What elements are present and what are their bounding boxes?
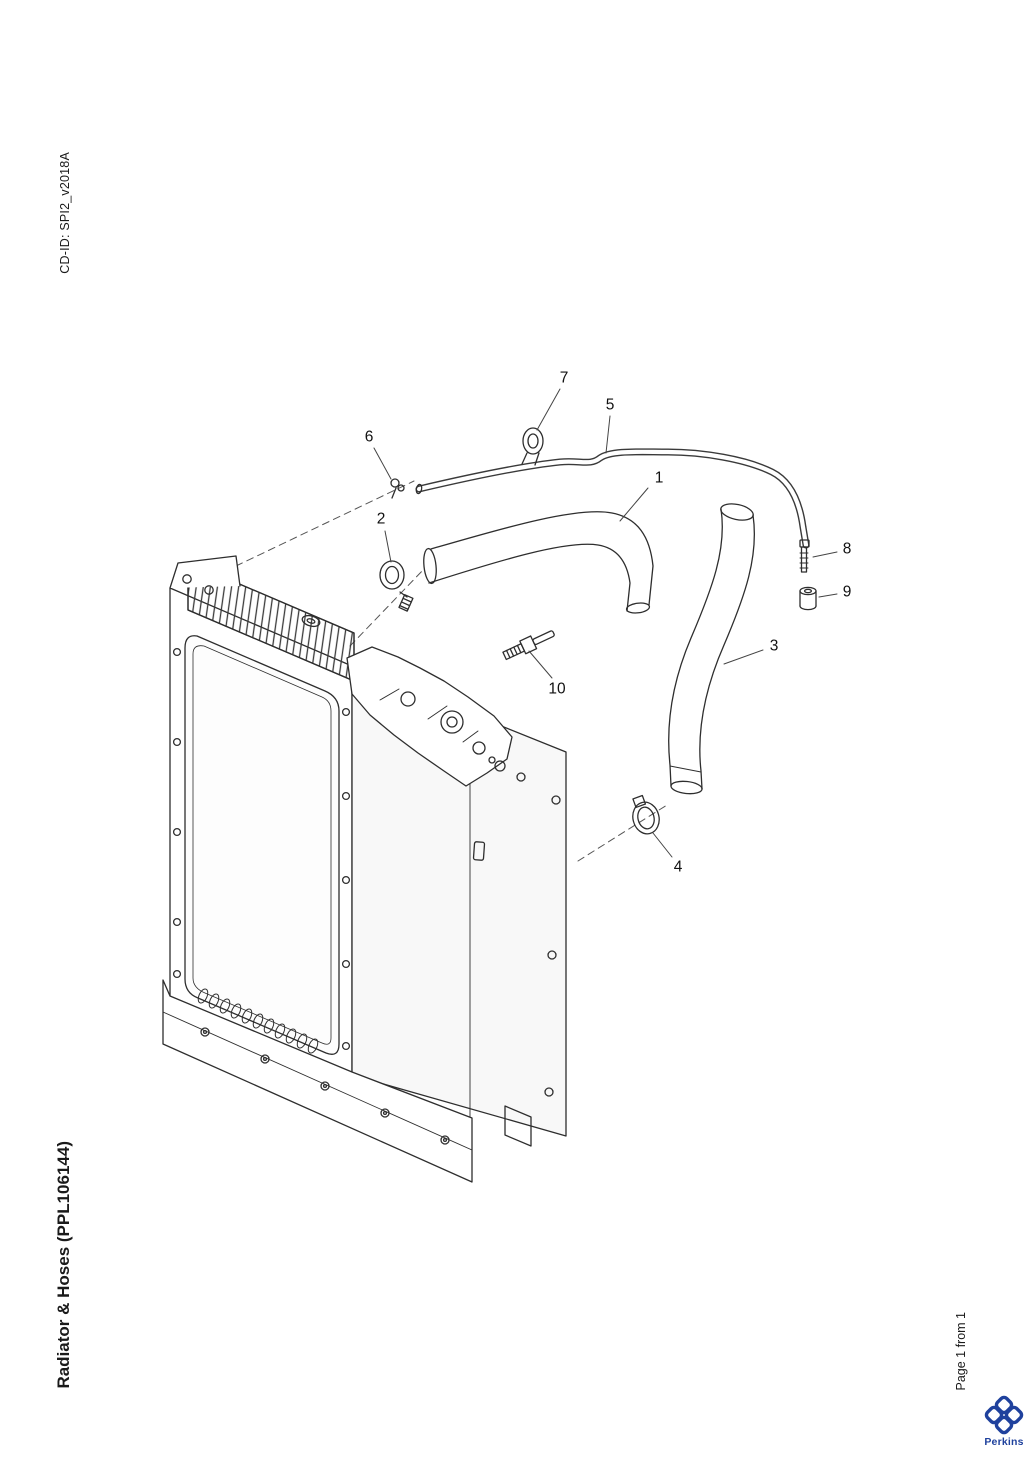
callout-6: 6 — [364, 428, 374, 446]
callout-5: 5 — [605, 396, 615, 414]
construction-lines — [235, 480, 668, 862]
callout-10: 10 — [548, 680, 566, 698]
clip-6 — [390, 478, 405, 499]
sensor-10 — [502, 630, 555, 661]
pipe-3 — [668, 503, 756, 795]
clamp-4 — [632, 794, 660, 835]
nut-9 — [799, 586, 817, 611]
callout-3: 3 — [769, 637, 779, 655]
perkins-logo-text: Perkins — [984, 1436, 1024, 1448]
clamp-2 — [379, 560, 414, 612]
callout-1: 1 — [654, 469, 664, 487]
callout-7: 7 — [559, 369, 569, 387]
tube-5 — [415, 448, 810, 549]
perkins-logo-mark — [984, 1395, 1024, 1435]
callout-4: 4 — [673, 858, 683, 876]
clip-7 — [521, 427, 544, 466]
hose-1 — [423, 511, 654, 614]
leader-lines — [373, 388, 838, 858]
callout-9: 9 — [842, 583, 852, 601]
radiator — [162, 555, 567, 1183]
perkins-logo: Perkins — [978, 1394, 1030, 1448]
callout-2: 2 — [376, 510, 386, 528]
bolt-8 — [799, 539, 810, 573]
callout-8: 8 — [842, 540, 852, 558]
